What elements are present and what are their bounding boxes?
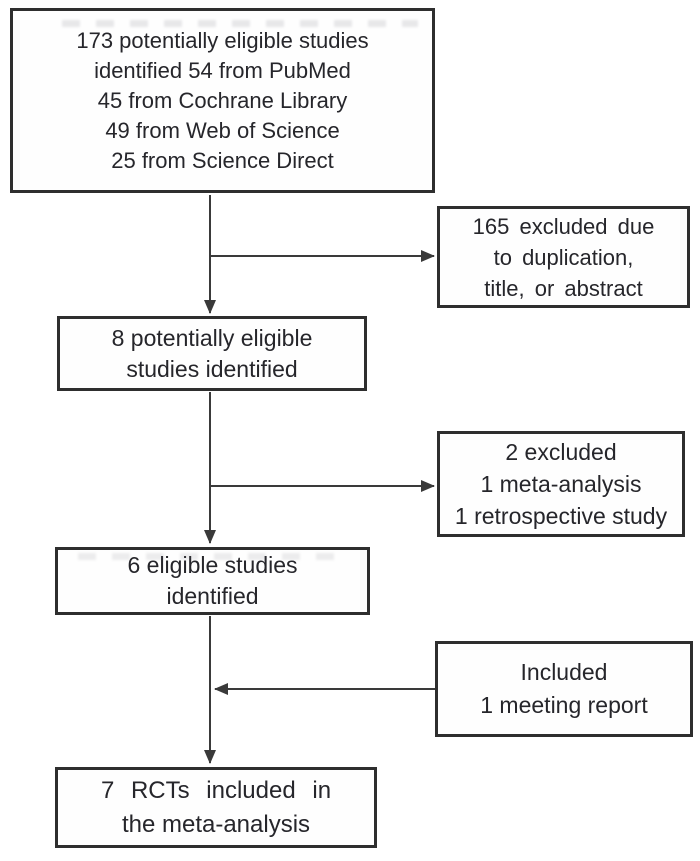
box-text-line: 45 from Cochrane Library xyxy=(97,87,348,113)
print-bleed-artifact xyxy=(62,20,418,27)
box-excluded-screening: 165 excluded due to duplication, title, … xyxy=(437,206,690,308)
box-eligible-8-studies: 8 potentially eligible studies identifie… xyxy=(57,316,367,391)
box-identified-studies: 173 potentially eligible studies identif… xyxy=(10,8,435,193)
box-text-line: 1 meta-analysis xyxy=(480,471,642,497)
box-text-line: to duplication, xyxy=(493,244,634,270)
box-text-line: 25 from Science Direct xyxy=(111,147,334,173)
box-eligible-6-studies: 6 eligible studies identified xyxy=(55,547,370,615)
box-text-line: 49 from Web of Science xyxy=(105,117,340,143)
box-text-line: 2 excluded xyxy=(505,439,617,465)
box-text-line: 8 potentially eligible xyxy=(111,324,313,351)
box-text-line: 1 retrospective study xyxy=(454,503,668,529)
print-bleed-artifact xyxy=(78,553,350,560)
box-text-line: title, or abstract xyxy=(484,275,643,301)
box-excluded-fulltext: 2 excluded 1 meta-analysis 1 retrospecti… xyxy=(437,431,685,537)
box-included-meeting-report: Included 1 meeting report xyxy=(435,641,693,737)
box-text-line: identified 54 from PubMed xyxy=(94,57,351,83)
box-text-line: identified xyxy=(166,583,259,609)
box-text-line: 1 meeting report xyxy=(480,692,648,718)
box-text-line: the meta-analysis xyxy=(121,810,311,838)
box-text-line: 7 RCTs included in xyxy=(100,776,332,804)
box-text-line: 165 excluded due xyxy=(472,213,655,239)
box-text-line: 6 eligible studies xyxy=(127,552,298,578)
box-text-line: Included xyxy=(520,659,608,685)
box-text-line: studies identified xyxy=(126,355,298,382)
box-final-rcts-included: 7 RCTs included in the meta-analysis xyxy=(55,767,377,848)
box-text-line: 173 potentially eligible studies xyxy=(76,27,369,53)
